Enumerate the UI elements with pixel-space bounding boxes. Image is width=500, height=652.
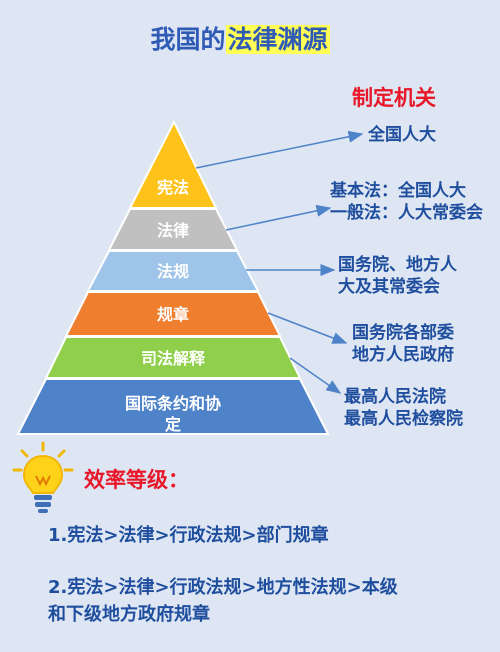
- issuer-line: 最高人民检察院: [344, 409, 463, 429]
- layer-label-law: 法律: [157, 221, 189, 240]
- issuer-regulation: 国务院、地方人 大及其常委会: [338, 254, 457, 298]
- order-item-1: 1.宪法>法律>行政法规>部门规章: [48, 522, 329, 549]
- layer-label-treaty-line1: 国际条约和协: [125, 394, 221, 413]
- layer-label-treaty-line2: 定: [164, 415, 181, 434]
- order-line: 2.宪法>法律>行政法规>地方性法规>本级: [48, 577, 398, 598]
- layer-treaty: [16, 378, 330, 435]
- issuer-line: 最高人民法院: [344, 387, 446, 407]
- layer-label-judicial-interpretation: 司法解释: [141, 349, 206, 368]
- issuer-line: 大及其常委会: [338, 277, 440, 297]
- title-highlight: 法律渊源: [225, 25, 330, 54]
- layer-label-constitution: 宪法: [157, 178, 189, 197]
- pyramid-diagram: 宪法 法律 法规 规章 司法解释 国际条约和协 定: [16, 119, 364, 435]
- order-line: 1.宪法>法律>行政法规>部门规章: [48, 525, 329, 546]
- order-item-2: 2.宪法>法律>行政法规>地方性法规>本级 和下级地方政府规章: [48, 574, 398, 628]
- order-line: 和下级地方政府规章: [48, 604, 210, 625]
- page-title: 我国的法律渊源: [0, 20, 480, 56]
- layer-label-rule: 规章: [157, 305, 189, 324]
- arrow-judicial: [289, 357, 342, 394]
- issuer-line: 国务院各部委: [352, 323, 454, 343]
- arrow-rule: [267, 312, 348, 344]
- issuer-line: 一般法：人大常委会: [330, 203, 483, 223]
- layer-label-regulation: 法规: [157, 262, 189, 281]
- issuer-line: 基本法：全国人大: [330, 181, 466, 201]
- lightbulb-icon: [12, 441, 74, 513]
- issuer-line: 全国人大: [368, 125, 436, 145]
- issuer-line: 国务院、地方人: [338, 255, 457, 275]
- issuer-rule: 国务院各部委 地方人民政府: [352, 322, 454, 366]
- issuer-line: 地方人民政府: [352, 345, 454, 365]
- arrow-constitution: [195, 130, 364, 169]
- issuer-law: 基本法：全国人大 一般法：人大常委会: [330, 180, 483, 224]
- issuer-constitution: 全国人大: [368, 124, 436, 146]
- issuer-judicial: 最高人民法院 最高人民检察院: [344, 386, 463, 430]
- title-prefix: 我国的: [150, 25, 226, 54]
- issuer-heading: 制定机关: [352, 86, 436, 110]
- efficiency-heading: 效率等级：: [84, 468, 189, 492]
- arrow-law: [225, 204, 332, 231]
